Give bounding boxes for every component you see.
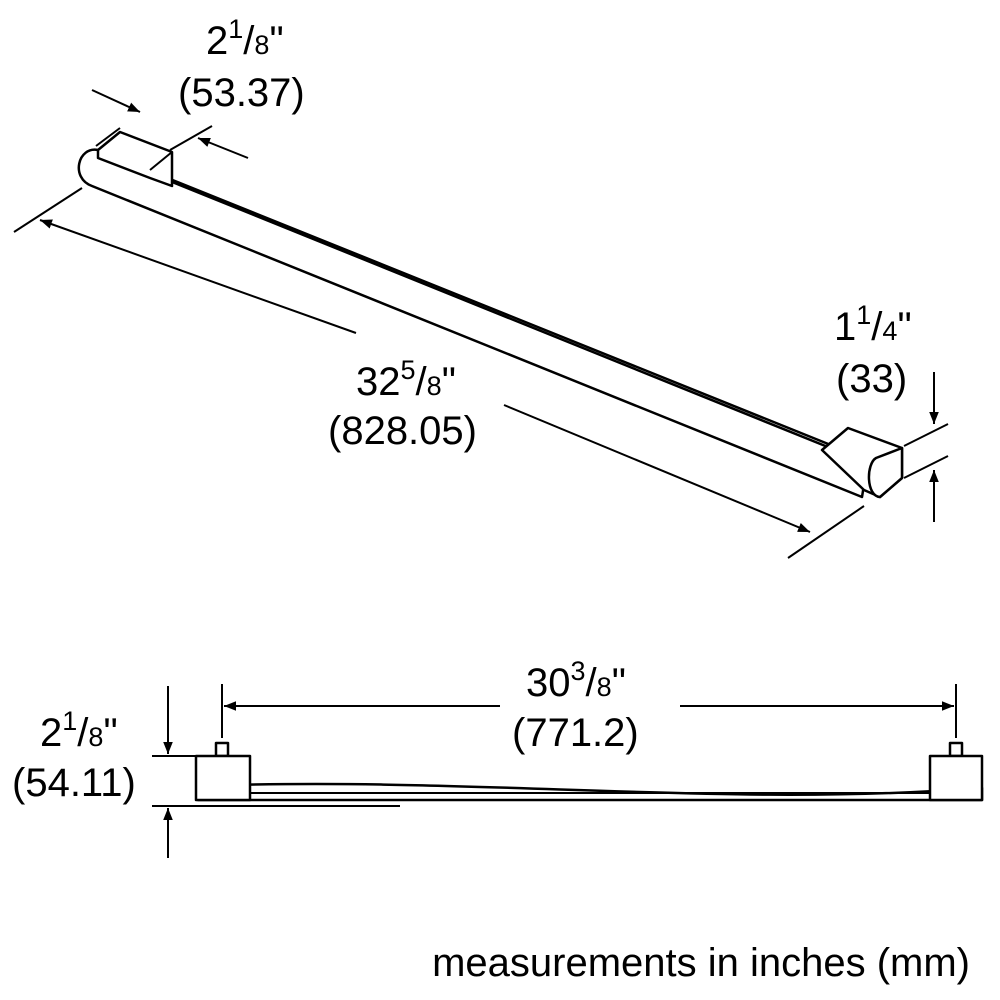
right-post-pin bbox=[948, 741, 964, 758]
depth-extension-line-right bbox=[169, 125, 213, 151]
right-end-cap bbox=[867, 446, 904, 499]
left-mount-edge bbox=[149, 151, 173, 171]
length-inch-label: 325/8" bbox=[356, 355, 456, 404]
left-mount-block bbox=[96, 130, 174, 188]
span-inch-label: 303/8" bbox=[526, 656, 626, 705]
projection-dimension: 21/8" (54.11) bbox=[12, 686, 198, 858]
units-note: measurements in inches (mm) bbox=[432, 941, 970, 985]
depth-dimension: 21/8" (53.37) bbox=[91, 14, 305, 159]
handle-bar-edge bbox=[97, 150, 866, 464]
length-arrow-left bbox=[39, 219, 357, 334]
depth-arrow-left bbox=[91, 89, 141, 113]
depth-extension-line-left bbox=[95, 127, 121, 147]
height-mm-label: (33) bbox=[836, 357, 907, 401]
depth-mm-label: (53.37) bbox=[178, 71, 305, 115]
span-dimension: 303/8" (771.2) bbox=[221, 656, 957, 755]
left-post-pin bbox=[214, 741, 230, 758]
right-side-post bbox=[928, 754, 984, 802]
projection-inch-label: 21/8" bbox=[40, 706, 118, 755]
height-extension-line-top bbox=[903, 423, 949, 447]
side-handle-view bbox=[194, 741, 984, 807]
length-mm-label: (828.05) bbox=[328, 409, 477, 453]
length-arrow-right bbox=[503, 404, 811, 533]
height-inch-label: 11/4" bbox=[834, 300, 912, 349]
left-side-post bbox=[194, 754, 252, 802]
length-extension-line-left bbox=[13, 187, 83, 233]
projection-mm-label: (54.11) bbox=[12, 761, 136, 805]
height-extension-line-bottom bbox=[903, 455, 949, 479]
span-mm-label: (771.2) bbox=[512, 711, 639, 755]
length-extension-line-right bbox=[787, 505, 865, 559]
isometric-handle-view bbox=[77, 130, 904, 499]
depth-inch-label: 21/8" bbox=[206, 14, 284, 63]
height-dimension: 11/4" (33) bbox=[834, 300, 949, 522]
handle-bar bbox=[77, 148, 870, 499]
depth-arrow-right bbox=[197, 137, 249, 159]
length-dimension: 325/8" (828.05) bbox=[13, 187, 865, 559]
